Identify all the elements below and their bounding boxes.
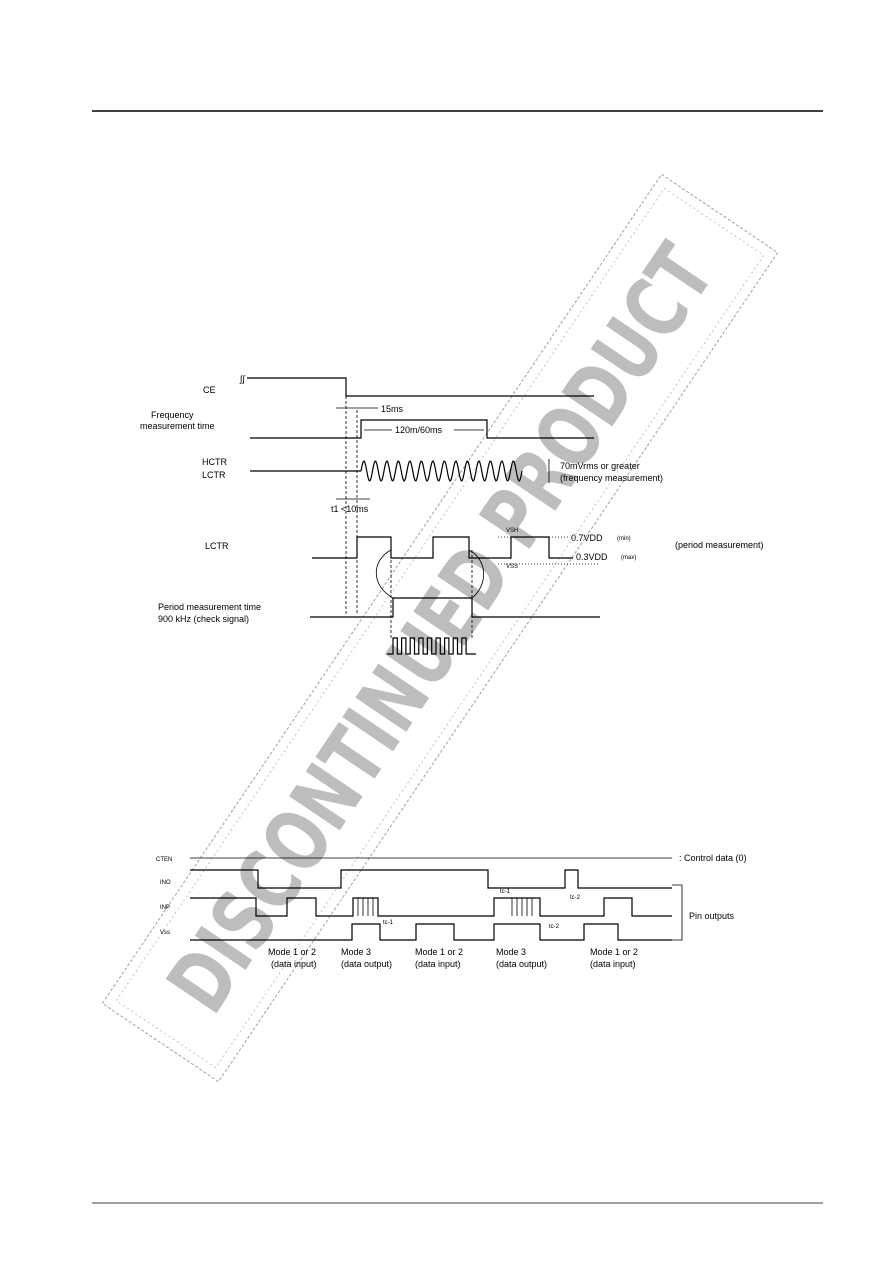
bracket-pin-outputs <box>672 884 683 941</box>
label-lctr-period: LCTR <box>205 541 229 551</box>
signal-period-time <box>310 597 600 618</box>
label-t1: t1 <10ms <box>331 504 369 514</box>
label-v-max: 0.3VDD <box>576 552 608 562</box>
label-lctr: LCTR <box>202 470 226 480</box>
label-ce: CE <box>203 385 216 395</box>
label-tc2: tc-2 <box>549 924 560 930</box>
arc-2 <box>468 549 484 599</box>
label-vsh: VSH <box>506 528 518 534</box>
mode-sub-1: (data input) <box>271 959 317 969</box>
label-v-min: 0.7VDD <box>571 533 603 543</box>
label-tc1: tc-1 <box>383 920 394 926</box>
label-max: (max) <box>621 555 636 561</box>
break-mark: ∫∫ <box>239 374 246 384</box>
arc-1 <box>376 549 394 599</box>
mode-label-1: Mode 1 or 2 <box>268 947 316 957</box>
label-control: : Control data (0) <box>679 853 747 863</box>
label-amp-1: 70mVrms or greater <box>560 461 640 471</box>
label-vss-bottom: Vss <box>160 930 170 936</box>
mode-sub-3: (data input) <box>415 959 461 969</box>
label-vss: VSS <box>506 564 518 570</box>
mode-sub-4: (data output) <box>496 959 547 969</box>
signal-freq-time <box>250 419 594 439</box>
top-timing-diagram: CE ∫∫ 15ms Frequency measurement time 12… <box>140 374 764 655</box>
label-freq-time-1: Frequency <box>151 410 194 420</box>
bottom-timing-diagram: CTEN INO INP Vss : Control data (0) Pin … <box>156 853 747 969</box>
label-tc4: tc-2 <box>570 895 581 901</box>
label-inp: INP <box>160 905 170 911</box>
signal-lctr-period <box>312 536 573 559</box>
label-120ms: 120m/60ms <box>395 425 443 435</box>
data-burst-2 <box>511 898 533 916</box>
signal-output <box>190 923 672 941</box>
signal-ce <box>247 377 594 397</box>
label-ino: INO <box>160 880 171 886</box>
signal-inp <box>190 897 672 917</box>
mode-sub-5: (data input) <box>590 959 636 969</box>
label-pin-outputs: Pin outputs <box>689 911 735 921</box>
label-tc3: tc-1 <box>500 889 511 895</box>
label-amp-2: (frequency measurement) <box>560 473 663 483</box>
signal-900khz <box>387 637 476 655</box>
label-freq-time-2: measurement time <box>140 421 215 431</box>
label-min: (min) <box>617 536 631 542</box>
mode-sub-2: (data output) <box>341 959 392 969</box>
data-burst-1 <box>357 898 374 916</box>
label-hctr: HCTR <box>202 457 227 467</box>
mode-label-4: Mode 3 <box>496 947 526 957</box>
watermark-text: DISCONTINUED PRODUCT <box>149 228 734 1029</box>
label-cten: CTEN <box>156 857 172 863</box>
label-period: (period measurement) <box>675 540 764 550</box>
mode-label-2: Mode 3 <box>341 947 371 957</box>
signal-ino <box>190 869 672 889</box>
signal-sine <box>360 459 523 483</box>
label-pmt-1: Period measurement time <box>158 602 261 612</box>
mode-label-3: Mode 1 or 2 <box>415 947 463 957</box>
watermark-stamp: DISCONTINUED PRODUCT <box>101 173 779 1083</box>
label-pmt-2: 900 kHz (check signal) <box>158 614 249 624</box>
label-15ms: 15ms <box>381 404 404 414</box>
mode-label-5: Mode 1 or 2 <box>590 947 638 957</box>
